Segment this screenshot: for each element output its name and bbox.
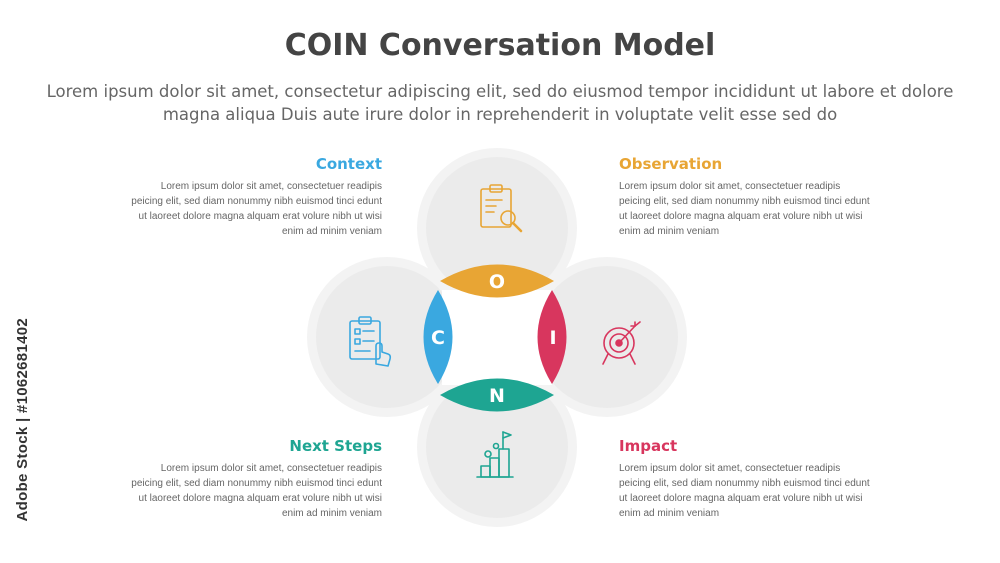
lens-bottom-n <box>440 378 554 412</box>
stock-watermark: Adobe Stock | #1062681402 <box>14 318 31 522</box>
observation-heading: Observation <box>619 155 723 173</box>
clipboard-magnifier-icon <box>480 184 523 233</box>
next-steps-heading: Next Steps <box>289 437 382 455</box>
next-steps-body: Lorem ipsum dolor sit amet, consectetuer… <box>131 463 382 519</box>
stairs-flag-icon <box>476 431 514 478</box>
center-gap <box>442 290 552 385</box>
impact-heading: Impact <box>619 437 678 455</box>
letter-c: C <box>431 327 445 349</box>
circle-bottom <box>417 367 577 527</box>
impact-body: Lorem ipsum dolor sit amet, consectetuer… <box>619 463 870 519</box>
letter-n: N <box>489 385 505 407</box>
letter-o: O <box>489 271 505 293</box>
observation-body: Lorem ipsum dolor sit amet, consectetuer… <box>619 181 870 237</box>
circle-left <box>307 257 467 417</box>
impact-block: Impact Lorem ipsum dolor sit amet, conse… <box>619 437 874 521</box>
context-body: Lorem ipsum dolor sit amet, consectetuer… <box>131 181 382 237</box>
page-title: COIN Conversation Model <box>284 28 716 63</box>
letter-i: I <box>549 327 556 349</box>
circle-right <box>527 257 687 417</box>
lens-left-c <box>423 290 453 384</box>
context-block: Context Lorem ipsum dolor sit amet, cons… <box>127 155 382 239</box>
lens-top-o <box>440 264 554 298</box>
next-steps-block: Next Steps Lorem ipsum dolor sit amet, c… <box>127 437 382 521</box>
lens-right-i <box>537 290 567 384</box>
page-subtitle: Lorem ipsum dolor sit amet, consectetur … <box>46 82 954 124</box>
target-arrow-icon <box>602 321 641 365</box>
observation-block: Observation Lorem ipsum dolor sit amet, … <box>619 155 874 239</box>
circle-top <box>417 148 577 308</box>
coin-flower-diagram: O C I N <box>307 148 687 527</box>
clipboard-hand-icon <box>349 316 392 367</box>
context-heading: Context <box>315 155 382 173</box>
